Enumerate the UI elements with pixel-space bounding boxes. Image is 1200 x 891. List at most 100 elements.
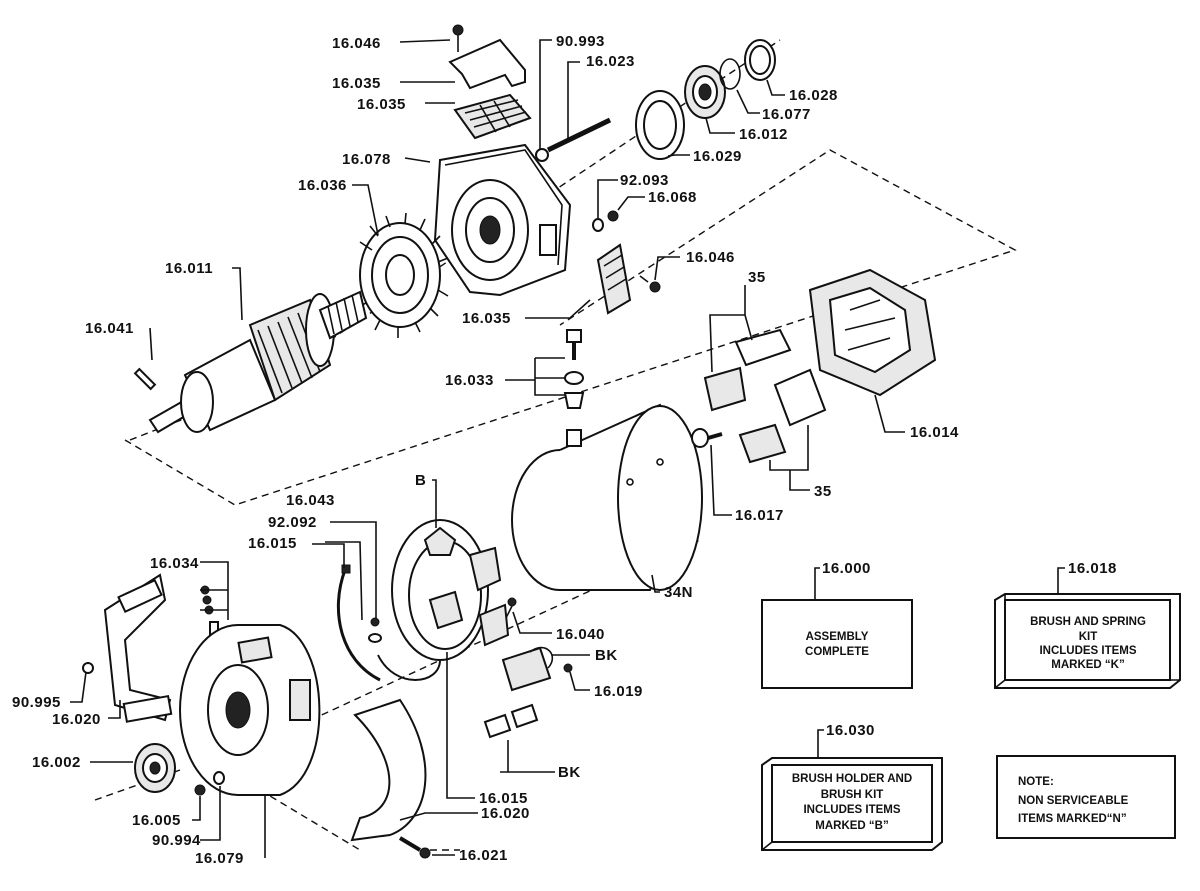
- bearing-rear: [134, 743, 176, 793]
- label-16079: 16.079: [195, 850, 244, 867]
- label-BK-lower: BK: [558, 764, 581, 781]
- svg-text:ITEMS MARKED“N”: ITEMS MARKED“N”: [1018, 813, 1127, 825]
- washer-90994: [213, 771, 225, 785]
- label-16019: 16.019: [594, 683, 643, 700]
- brush-set-upper: [703, 328, 792, 412]
- screw-16046-right: [639, 275, 661, 293]
- label-90993: 90.993: [556, 33, 605, 50]
- label-16011: 16.011: [165, 260, 213, 277]
- bearing-front: [684, 65, 726, 119]
- label-90994: 90.994: [152, 832, 201, 849]
- inspection-cover: [596, 243, 632, 315]
- brush-with-clip: [501, 646, 573, 692]
- filter-grille: [453, 93, 532, 140]
- label-16000: 16.000: [822, 560, 871, 577]
- label-90995: 90.995: [12, 694, 61, 711]
- bracket-cover: [448, 38, 526, 90]
- armature: [139, 290, 368, 434]
- label-92093: 92.093: [620, 172, 669, 189]
- terminal-screws: [368, 617, 382, 643]
- label-16005: 16.005: [132, 812, 181, 829]
- label-34N: 34N: [664, 584, 693, 601]
- bolt-stack: [563, 329, 585, 409]
- brush-set-lower: [738, 368, 827, 464]
- label-16002: 16.002: [32, 754, 81, 771]
- svg-text:MARKED “B”: MARKED “B”: [815, 820, 888, 832]
- brush-springs: [483, 703, 539, 739]
- svg-text:MARKED “K”: MARKED “K”: [1051, 659, 1124, 671]
- label-16036: 16.036: [298, 177, 347, 194]
- label-16046-right: 16.046: [686, 249, 735, 266]
- screw-16046-top: [452, 24, 464, 52]
- cover-band-bottom: [350, 698, 427, 842]
- svg-text:KIT: KIT: [1079, 631, 1098, 643]
- label-B: B: [415, 472, 426, 489]
- svg-text:COMPLETE: COMPLETE: [805, 646, 869, 658]
- label-16014: 16.014: [910, 424, 959, 441]
- label-16015-top: 16.015: [248, 535, 297, 552]
- svg-text:ASSEMBLY: ASSEMBLY: [806, 631, 869, 643]
- label-16040: 16.040: [556, 626, 605, 643]
- svg-text:BRUSH AND SPRING: BRUSH AND SPRING: [1030, 616, 1146, 628]
- screw-16040: [505, 597, 517, 619]
- svg-text:BRUSH KIT: BRUSH KIT: [821, 789, 884, 801]
- cover-band-left: [103, 573, 173, 723]
- label-16017: 16.017: [735, 507, 784, 524]
- label-16068: 16.068: [648, 189, 697, 206]
- nut-90995: [82, 662, 94, 674]
- box-assembly-complete: ASSEMBLY COMPLETE: [761, 599, 913, 689]
- box-brush-spring-kit: BRUSH AND SPRING KIT INCLUDES ITEMS MARK…: [994, 593, 1181, 689]
- label-16035-cover: 16.035: [462, 310, 511, 327]
- label-16020-left: 16.020: [52, 711, 101, 728]
- label-16023: 16.023: [586, 53, 635, 70]
- svg-text:NOTE:: NOTE:: [1018, 776, 1054, 788]
- end-housing: [433, 143, 572, 297]
- label-35-lower: 35: [814, 483, 832, 500]
- svg-text:INCLUDES ITEMS: INCLUDES ITEMS: [1039, 645, 1136, 657]
- label-16030: 16.030: [826, 722, 875, 739]
- commutator-end-head: [179, 624, 321, 796]
- box-note: NOTE: NON SERVICEABLE ITEMS MARKED“N”: [996, 755, 1176, 839]
- screw-16005: [194, 784, 206, 796]
- label-35-upper: 35: [748, 269, 766, 286]
- label-16015-bottom: 16.015: [479, 790, 528, 807]
- label-16043: 16.043: [286, 492, 335, 509]
- label-16035-bracket: 16.035: [332, 75, 381, 92]
- label-16012: 16.012: [739, 126, 788, 143]
- box-brush-holder-kit: BRUSH HOLDER AND BRUSH KIT INCLUDES ITEM…: [761, 757, 943, 851]
- label-16041: 16.041: [85, 320, 134, 337]
- washer-screw-pair: [592, 210, 619, 232]
- screw-16021: [398, 836, 431, 859]
- part-labels: 16.046 90.993 16.023 16.035 16.035 16.02…: [12, 33, 1117, 867]
- label-16034: 16.034: [150, 555, 199, 572]
- svg-text:NON SERVICEABLE: NON SERVICEABLE: [1018, 795, 1129, 807]
- label-16018: 16.018: [1068, 560, 1117, 577]
- through-bolt: [535, 117, 612, 162]
- label-16028: 16.028: [789, 87, 838, 104]
- field-coil-assembly: [808, 268, 937, 397]
- label-16029: 16.029: [693, 148, 742, 165]
- label-16046-top: 16.046: [332, 35, 381, 52]
- label-92092: 92.092: [268, 514, 317, 531]
- motor-frame: [511, 403, 703, 591]
- pole-screw: [691, 428, 723, 448]
- label-16033: 16.033: [445, 372, 494, 389]
- label-16035-grille: 16.035: [357, 96, 406, 113]
- screw-stack-16034: [200, 585, 219, 637]
- shaft-key: [133, 367, 157, 391]
- svg-text:BRUSH HOLDER AND: BRUSH HOLDER AND: [792, 773, 912, 785]
- label-16020-bottom: 16.020: [481, 805, 530, 822]
- label-16078: 16.078: [342, 151, 391, 168]
- snap-ring-outer: [744, 39, 776, 81]
- connection-lead: [337, 564, 441, 682]
- label-16077: 16.077: [762, 106, 811, 123]
- svg-text:INCLUDES ITEMS: INCLUDES ITEMS: [803, 804, 900, 816]
- leader-lines: [70, 39, 1065, 858]
- label-16021: 16.021: [459, 847, 508, 864]
- seal-ring: [635, 90, 685, 160]
- brush-holder-ring: [391, 519, 510, 661]
- snap-ring-inner: [719, 58, 741, 90]
- label-BK-upper: BK: [595, 647, 618, 664]
- cooling-fan: [355, 212, 449, 338]
